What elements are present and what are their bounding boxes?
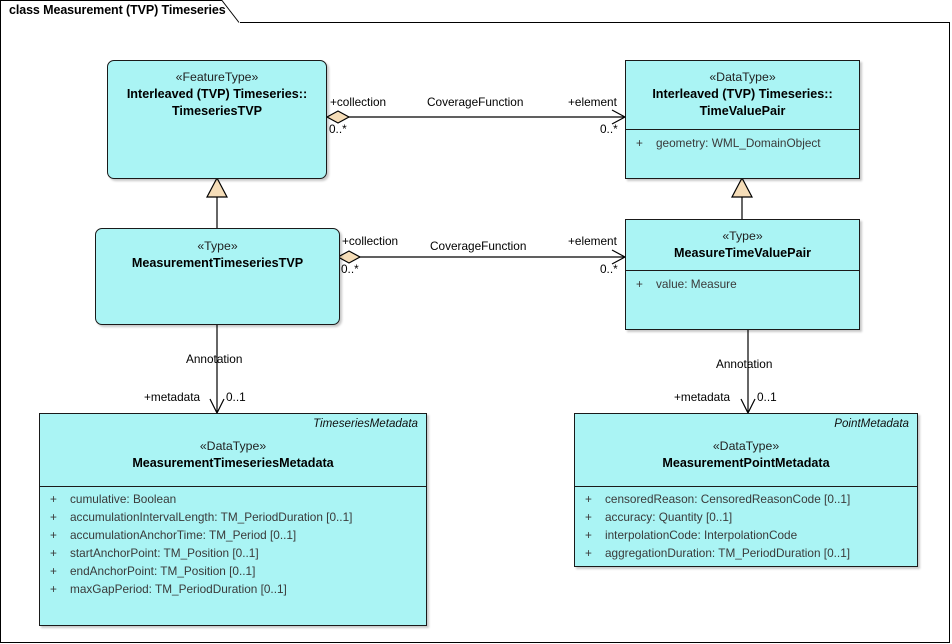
attribute-visibility: + (585, 510, 592, 524)
attribute-text: maxGapPeriod: TM_PeriodDuration [0..1] (70, 582, 287, 596)
class-stereotype: «FeatureType» (175, 70, 259, 84)
attribute-text: cumulative: Boolean (70, 492, 177, 506)
class-attributes: + censoredReason: CensoredReasonCode [0.… (575, 490, 917, 562)
attribute-row: + accumulationIntervalLength: TM_PeriodD… (40, 508, 426, 526)
class-name-line2: TimeseriesTVP (171, 104, 263, 118)
label-coverage-mid-source-mult: 0..* (341, 262, 359, 276)
class-compartment-divider (575, 486, 917, 487)
attribute-text: value: Measure (656, 277, 737, 291)
attribute-text: censoredReason: CensoredReasonCode [0..1… (605, 492, 851, 506)
attribute-text: accuracy: Quantity [0..1] (605, 510, 733, 524)
attribute-row: + startAnchorPoint: TM_Position [0..1] (40, 544, 426, 562)
class-attributes: + geometry: WML_DomainObject (626, 134, 859, 152)
label-annotation-right-name: Annotation (716, 357, 773, 371)
diagram-title-tab (0, 0, 240, 23)
attribute-text: aggregationDuration: TM_PeriodDuration [… (605, 546, 851, 560)
class-box-timeseries-tvp[interactable]: «FeatureType» Interleaved (TVP) Timeseri… (107, 60, 327, 179)
attribute-row: + interpolationCode: InterpolationCode (575, 526, 917, 544)
attribute-text: geometry: WML_DomainObject (656, 136, 821, 150)
attribute-row: + cumulative: Boolean (40, 490, 426, 508)
attribute-visibility: + (585, 528, 592, 542)
attribute-text: accumulationIntervalLength: TM_PeriodDur… (70, 510, 353, 524)
class-stereotype: «Type» (722, 229, 763, 243)
attribute-text: accumulationAnchorTime: TM_Period [0..1] (70, 528, 297, 542)
attribute-text: endAnchorPoint: TM_Position [0..1] (70, 564, 256, 578)
label-coverage-top-name: CoverageFunction (427, 95, 524, 109)
class-name-line1: Interleaved (TVP) Timeseries:: (652, 87, 833, 101)
diagram-title: class Measurement (TVP) Timeseries (9, 3, 226, 17)
attribute-visibility: + (50, 492, 57, 506)
attribute-text: interpolationCode: InterpolationCode (605, 528, 798, 542)
class-name-line2: TimeValuePair (699, 104, 786, 118)
attribute-row: + value: Measure (626, 275, 859, 293)
attribute-visibility: + (50, 564, 57, 578)
label-coverage-top-source-role: +collection (330, 95, 387, 109)
class-name-line1: MeasurementPointMetadata (662, 456, 830, 470)
label-coverage-top-target-mult: 0..* (600, 122, 618, 136)
class-stereotype: «DataType» (199, 439, 267, 453)
attribute-row: + maxGapPeriod: TM_PeriodDuration [0..1] (40, 580, 426, 598)
label-coverage-mid-name: CoverageFunction (430, 239, 527, 253)
attribute-row: + geometry: WML_DomainObject (626, 134, 859, 152)
attribute-row: + censoredReason: CensoredReasonCode [0.… (575, 490, 917, 508)
class-attributes: + cumulative: Boolean + accumulationInte… (40, 490, 426, 598)
class-stereotype: «DataType» (712, 439, 780, 453)
attribute-visibility: + (636, 136, 643, 150)
attribute-visibility: + (50, 546, 57, 560)
class-stereotype: «DataType» (709, 70, 776, 84)
attribute-visibility: + (585, 492, 592, 506)
class-name-line1: MeasurementTimeseriesMetadata (132, 456, 334, 470)
label-annotation-right-target-mult: 0..1 (757, 390, 777, 404)
class-name-line1: MeasureTimeValuePair (674, 246, 811, 260)
attribute-row: + aggregationDuration: TM_PeriodDuration… (575, 544, 917, 562)
label-annotation-right-source-role: +metadata (674, 390, 731, 404)
label-coverage-mid-target-mult: 0..* (600, 262, 618, 276)
label-annotation-left-name: Annotation (186, 352, 243, 366)
class-name-line1: Interleaved (TVP) Timeseries:: (126, 87, 308, 101)
label-annotation-left-target-mult: 0..1 (226, 390, 246, 404)
attribute-visibility: + (636, 277, 643, 291)
class-stereotype: «Type» (197, 239, 238, 253)
label-annotation-left-source-role: +metadata (144, 390, 201, 404)
class-role-tag: TimeseriesMetadata (313, 417, 418, 430)
class-role-tag: PointMetadata (834, 417, 909, 430)
attribute-row: + endAnchorPoint: TM_Position [0..1] (40, 562, 426, 580)
label-coverage-top-target-role: +element (568, 95, 617, 109)
class-box-measurement-timeseries-tvp[interactable]: «Type» MeasurementTimeseriesTVP (95, 228, 340, 325)
label-coverage-mid-source-role: +collection (342, 234, 399, 248)
class-attributes: + value: Measure (626, 275, 859, 293)
attribute-visibility: + (585, 546, 592, 560)
attribute-text: startAnchorPoint: TM_Position [0..1] (70, 546, 259, 560)
class-compartment-divider (626, 270, 859, 271)
label-coverage-mid-target-role: +element (568, 234, 617, 248)
attribute-visibility: + (50, 528, 57, 542)
class-box-time-value-pair[interactable]: «DataType» Interleaved (TVP) Timeseries:… (625, 60, 860, 179)
class-compartment-divider (626, 129, 859, 130)
attribute-row: + accumulationAnchorTime: TM_Period [0..… (40, 526, 426, 544)
class-compartment-divider (40, 486, 426, 487)
class-name-line1: MeasurementTimeseriesTVP (131, 256, 304, 270)
attribute-visibility: + (50, 582, 57, 596)
class-box-measurement-timeseries-metadata[interactable]: TimeseriesMetadata «DataType» Measuremen… (39, 413, 427, 626)
class-box-measurement-point-metadata[interactable]: PointMetadata «DataType» MeasurementPoin… (574, 413, 918, 567)
attribute-row: + accuracy: Quantity [0..1] (575, 508, 917, 526)
class-box-measure-time-value-pair[interactable]: «Type» MeasureTimeValuePair + value: Mea… (625, 219, 860, 330)
attribute-visibility: + (50, 510, 57, 524)
label-coverage-top-source-mult: 0..* (329, 122, 347, 136)
